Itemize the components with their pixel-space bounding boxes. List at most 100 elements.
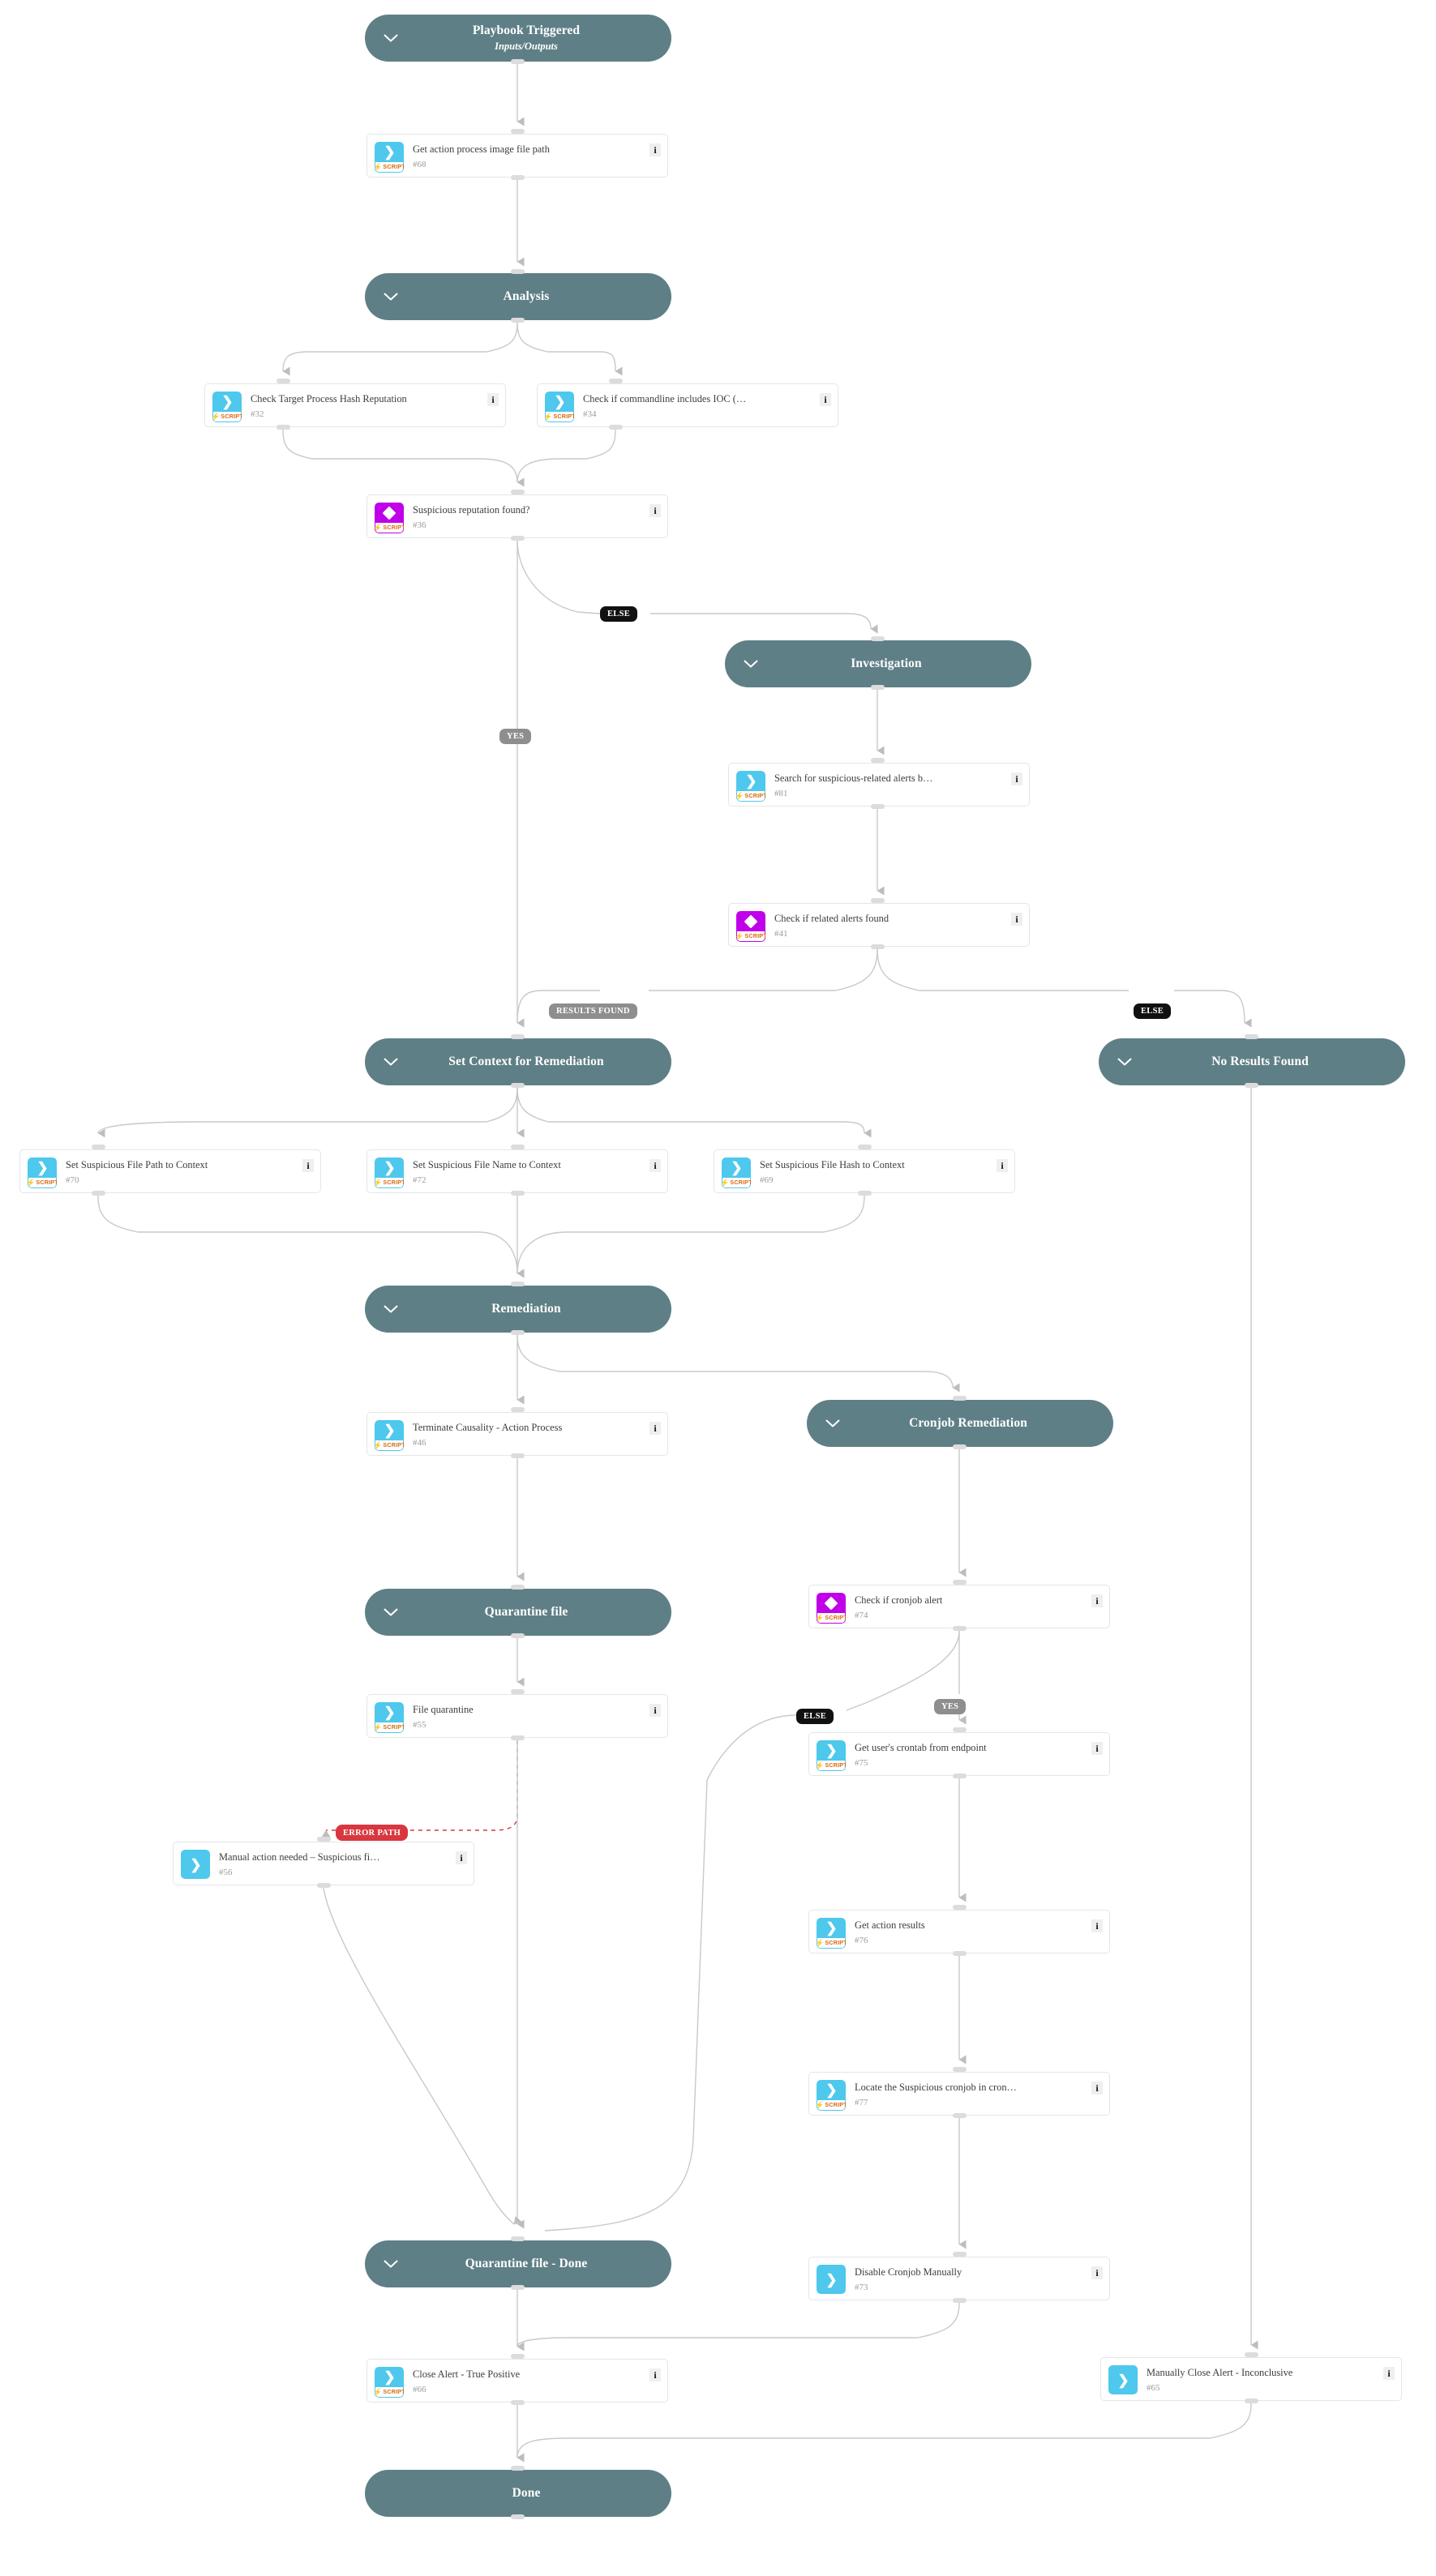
connector-port[interactable] <box>511 129 525 134</box>
connector-port[interactable] <box>871 898 885 903</box>
connector-port[interactable] <box>953 2067 967 2072</box>
connector-port[interactable] <box>511 536 525 541</box>
info-icon[interactable]: i <box>820 393 831 406</box>
section-node-no-results-found[interactable]: No Results Found <box>1099 1038 1405 1085</box>
connector-port[interactable] <box>953 1444 967 1449</box>
info-icon[interactable]: i <box>1091 1594 1103 1607</box>
connector-port[interactable] <box>511 1735 525 1740</box>
connector-port[interactable] <box>511 490 525 494</box>
section-node-quarantine-file[interactable]: Quarantine file <box>365 1589 671 1636</box>
connector-port[interactable] <box>953 1905 967 1910</box>
connector-port[interactable] <box>511 2354 525 2359</box>
connector-port[interactable] <box>511 1191 525 1196</box>
info-icon[interactable]: i <box>1011 772 1022 785</box>
chevron-down-icon[interactable] <box>1117 1054 1133 1070</box>
chevron-down-icon[interactable] <box>383 2256 399 2272</box>
section-node-set-context-for-remediation[interactable]: Set Context for Remediation <box>365 1038 671 1085</box>
connector-port[interactable] <box>92 1145 105 1149</box>
connector-port[interactable] <box>871 804 885 809</box>
connector-port[interactable] <box>511 1330 525 1335</box>
info-icon[interactable]: i <box>1091 2266 1103 2279</box>
chevron-down-icon[interactable] <box>383 30 399 46</box>
section-node-done[interactable]: Done <box>365 2470 671 2517</box>
chevron-down-icon[interactable] <box>383 1604 399 1620</box>
chevron-down-icon[interactable] <box>383 289 399 305</box>
connector-port[interactable] <box>858 1191 872 1196</box>
connector-port[interactable] <box>1245 1034 1258 1039</box>
section-node-investigation[interactable]: Investigation <box>725 640 1031 687</box>
info-icon[interactable]: i <box>649 2368 661 2381</box>
connector-port[interactable] <box>1245 1083 1258 1088</box>
section-node-analysis[interactable]: Analysis <box>365 273 671 320</box>
connector-port[interactable] <box>871 685 885 690</box>
connector-port[interactable] <box>511 2514 525 2519</box>
task-node-manual-action-needed-suspicious-fi[interactable]: ❯Manual action needed – Suspicious fi…#5… <box>173 1842 474 1885</box>
connector-port[interactable] <box>953 2298 967 2303</box>
connector-port[interactable] <box>1245 2352 1258 2357</box>
connector-port[interactable] <box>511 1453 525 1458</box>
connector-port[interactable] <box>511 1633 525 1638</box>
connector-port[interactable] <box>511 175 525 180</box>
section-node-remediation[interactable]: Remediation <box>365 1286 671 1333</box>
connector-port[interactable] <box>609 425 623 430</box>
connector-port[interactable] <box>511 1034 525 1039</box>
chevron-down-icon[interactable] <box>825 1415 841 1431</box>
connector-port[interactable] <box>511 1145 525 1149</box>
info-icon[interactable]: i <box>649 1704 661 1717</box>
connector-port[interactable] <box>1245 2398 1258 2403</box>
connector-port[interactable] <box>953 1580 967 1585</box>
info-icon[interactable]: i <box>1091 1742 1103 1755</box>
connector-port[interactable] <box>511 1083 525 1088</box>
info-icon[interactable]: i <box>456 1851 467 1864</box>
info-icon[interactable]: i <box>1091 1919 1103 1932</box>
connector-port[interactable] <box>511 1689 525 1694</box>
chevron-down-icon[interactable] <box>743 656 759 672</box>
connector-port[interactable] <box>871 636 885 641</box>
connector-port[interactable] <box>609 379 623 383</box>
connector-port[interactable] <box>511 2400 525 2405</box>
connector-port[interactable] <box>317 1837 331 1842</box>
info-icon[interactable]: i <box>997 1159 1008 1172</box>
connector-port[interactable] <box>511 2236 525 2241</box>
connector-port[interactable] <box>511 1282 525 1286</box>
connector-port[interactable] <box>871 944 885 949</box>
connector-port[interactable] <box>953 2113 967 2118</box>
info-icon[interactable]: i <box>649 1422 661 1435</box>
info-icon[interactable]: i <box>649 504 661 517</box>
connector-port[interactable] <box>511 1407 525 1412</box>
chevron-down-icon[interactable] <box>383 1054 399 1070</box>
section-node-quarantine-file-done[interactable]: Quarantine file - Done <box>365 2240 671 2287</box>
info-icon[interactable]: i <box>649 143 661 156</box>
connector-port[interactable] <box>511 2466 525 2471</box>
section-node-cronjob-remediation[interactable]: Cronjob Remediation <box>807 1400 1113 1447</box>
connector-port[interactable] <box>92 1191 105 1196</box>
connector-port[interactable] <box>317 1883 331 1888</box>
connector-port[interactable] <box>511 318 525 323</box>
connector-port[interactable] <box>953 1727 967 1732</box>
connector-port[interactable] <box>276 425 290 430</box>
connector-port[interactable] <box>276 379 290 383</box>
connector-port[interactable] <box>511 59 525 64</box>
connector-port[interactable] <box>858 1145 872 1149</box>
info-icon[interactable]: i <box>487 393 499 406</box>
info-icon[interactable]: i <box>1091 2082 1103 2095</box>
chevron-down-icon[interactable] <box>383 1301 399 1317</box>
connector-port[interactable] <box>953 1396 967 1401</box>
connector-port[interactable] <box>871 758 885 763</box>
